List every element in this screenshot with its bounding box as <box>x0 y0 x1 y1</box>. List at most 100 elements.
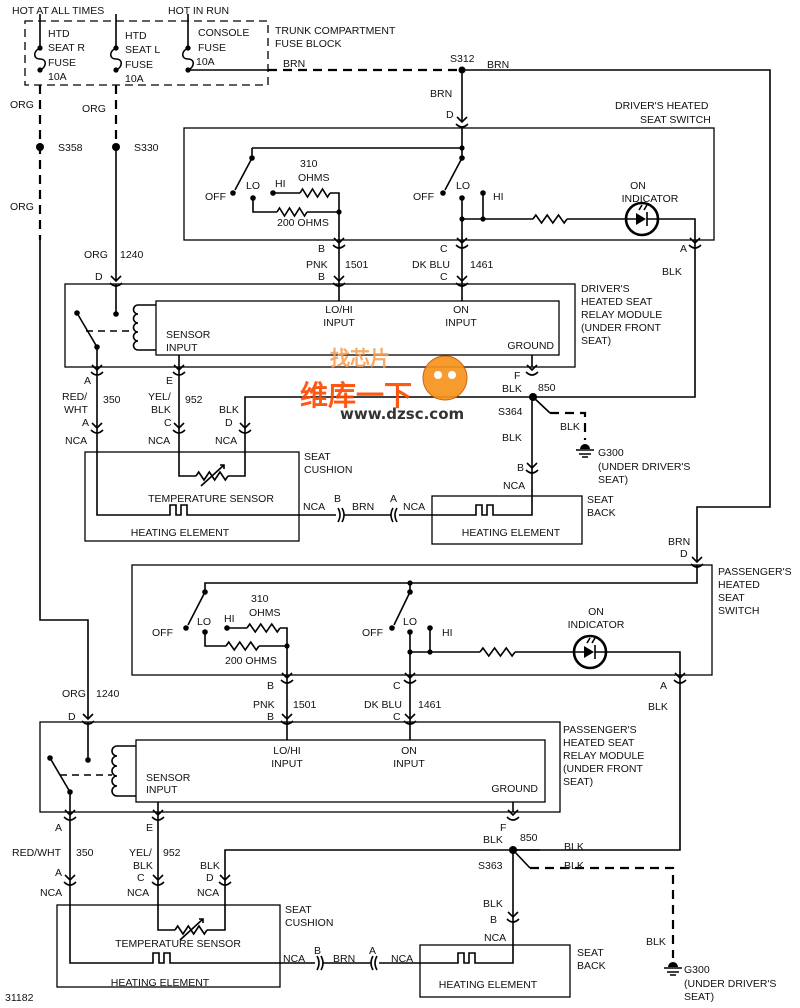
svg-text:10A: 10A <box>196 56 215 68</box>
svg-text:A: A <box>660 680 667 692</box>
svg-text:HEATED SEAT: HEATED SEAT <box>581 296 653 308</box>
connector-icon <box>403 672 417 684</box>
svg-text:SEAT L: SEAT L <box>125 44 160 56</box>
variable-arrow-icon <box>200 464 225 487</box>
svg-text:NCA: NCA <box>215 435 237 447</box>
connectors <box>63 116 704 971</box>
svg-text:CONSOLE: CONSOLE <box>198 27 249 39</box>
connector-icon <box>63 874 77 886</box>
svg-text:A: A <box>84 375 91 387</box>
svg-text:200 OHMS: 200 OHMS <box>277 217 329 229</box>
svg-text:G300: G300 <box>598 447 624 459</box>
svg-text:INPUT: INPUT <box>445 317 477 329</box>
svg-text:310: 310 <box>251 593 269 605</box>
on-indicator-led-icon <box>624 201 660 237</box>
svg-text:INDICATOR: INDICATOR <box>622 193 679 205</box>
svg-text:850: 850 <box>520 832 538 844</box>
svg-text:BLK: BLK <box>646 936 666 948</box>
svg-text:HTD: HTD <box>125 30 147 42</box>
ground-wire-dashed <box>530 866 675 958</box>
relay-coil-icon <box>132 304 156 351</box>
passenger-seat-cushion: SEAT CUSHION TEMPERATURE SENSOR HEATING … <box>56 904 333 989</box>
connector-icon <box>525 364 539 376</box>
svg-text:BLK: BLK <box>483 834 503 846</box>
hot-at-all-times-label: HOT AT ALL TIMES <box>12 5 104 17</box>
fuse-icon <box>109 47 123 71</box>
svg-text:LO/HI: LO/HI <box>273 745 300 757</box>
splice-s330 <box>112 143 120 151</box>
svg-text:HI: HI <box>224 613 235 625</box>
svg-text:SEAT: SEAT <box>304 451 331 463</box>
svg-text:DRIVER'S: DRIVER'S <box>581 283 630 295</box>
svg-text:维库一下: 维库一下 <box>300 379 412 412</box>
svg-text:SWITCH: SWITCH <box>718 605 759 617</box>
svg-text:B: B <box>314 945 321 957</box>
resistor-200-ohms <box>276 206 308 218</box>
svg-text:SEAT: SEAT <box>587 494 614 506</box>
resistor-310-ohms <box>299 187 331 199</box>
splice-label: S330 <box>134 142 159 154</box>
svg-text:BACK: BACK <box>587 507 616 519</box>
svg-text:(UNDER FRONT: (UNDER FRONT <box>581 322 661 334</box>
svg-text:A: A <box>369 945 376 957</box>
svg-text:1501: 1501 <box>293 699 317 711</box>
svg-text:952: 952 <box>163 847 181 859</box>
svg-text:NCA: NCA <box>40 887 62 899</box>
svg-text:SEAT): SEAT) <box>563 776 593 788</box>
svg-text:ON: ON <box>588 606 604 618</box>
svg-text:BLK: BLK <box>560 421 580 433</box>
svg-text:SEAT): SEAT) <box>581 335 611 347</box>
svg-text:C: C <box>393 711 401 723</box>
connector-icon <box>280 713 294 725</box>
svg-text:HEATING ELEMENT: HEATING ELEMENT <box>462 527 561 539</box>
svg-text:NCA: NCA <box>303 501 325 513</box>
svg-text:BLK: BLK <box>502 432 522 444</box>
svg-text:1461: 1461 <box>418 699 442 711</box>
svg-text:YEL/: YEL/ <box>148 391 171 403</box>
svg-text:SEAT R: SEAT R <box>48 42 85 54</box>
svg-text:SEAT): SEAT) <box>598 474 628 486</box>
svg-text:F: F <box>514 370 520 382</box>
svg-text:OFF: OFF <box>413 191 434 203</box>
svg-text:C: C <box>137 872 145 884</box>
fuse-icon <box>181 47 195 71</box>
svg-text:LO/HI: LO/HI <box>325 304 352 316</box>
svg-text:BLK: BLK <box>483 898 503 910</box>
svg-text:NCA: NCA <box>148 435 170 447</box>
connector-icon <box>90 422 104 434</box>
wire-color-label: BRN <box>668 536 690 548</box>
svg-text:C: C <box>164 417 172 429</box>
connector-icon <box>673 672 687 684</box>
passenger-seat-back: SEAT BACK HEATING ELEMENT <box>419 944 606 998</box>
svg-text:GROUND: GROUND <box>507 340 554 352</box>
svg-text:PASSENGER'S: PASSENGER'S <box>718 566 792 578</box>
svg-text:B: B <box>517 462 524 474</box>
fuse-block-outline <box>24 20 269 86</box>
svg-text:ON: ON <box>401 745 417 757</box>
svg-text:200 OHMS: 200 OHMS <box>225 655 277 667</box>
connector-icon <box>90 364 104 376</box>
svg-text:F: F <box>500 822 506 834</box>
svg-text:HEATING ELEMENT: HEATING ELEMENT <box>439 979 538 991</box>
wire-color-label: ORG <box>10 201 34 213</box>
svg-text:FUSE: FUSE <box>125 59 153 71</box>
svg-text:SENSOR: SENSOR <box>146 772 191 784</box>
svg-text:RED/: RED/ <box>62 391 87 403</box>
ground-wire <box>512 849 531 869</box>
fuse-htd-seat-r: HTD SEAT R FUSE 10A <box>33 14 85 83</box>
svg-text:NCA: NCA <box>65 435 87 447</box>
svg-text:B: B <box>334 493 341 505</box>
svg-text:BACK: BACK <box>577 960 606 972</box>
svg-text:BRN: BRN <box>352 501 374 513</box>
connector-icon <box>151 809 165 821</box>
svg-text:OFF: OFF <box>152 627 173 639</box>
fuse-console: CONSOLE FUSE 10A <box>181 14 249 73</box>
svg-text:OHMS: OHMS <box>298 172 330 184</box>
connector-icon <box>63 809 77 821</box>
svg-text:INPUT: INPUT <box>271 758 303 770</box>
connector-label: B <box>318 243 325 255</box>
svg-text:YEL/: YEL/ <box>129 847 152 859</box>
svg-text:A: A <box>390 493 397 505</box>
svg-text:10A: 10A <box>125 73 144 85</box>
